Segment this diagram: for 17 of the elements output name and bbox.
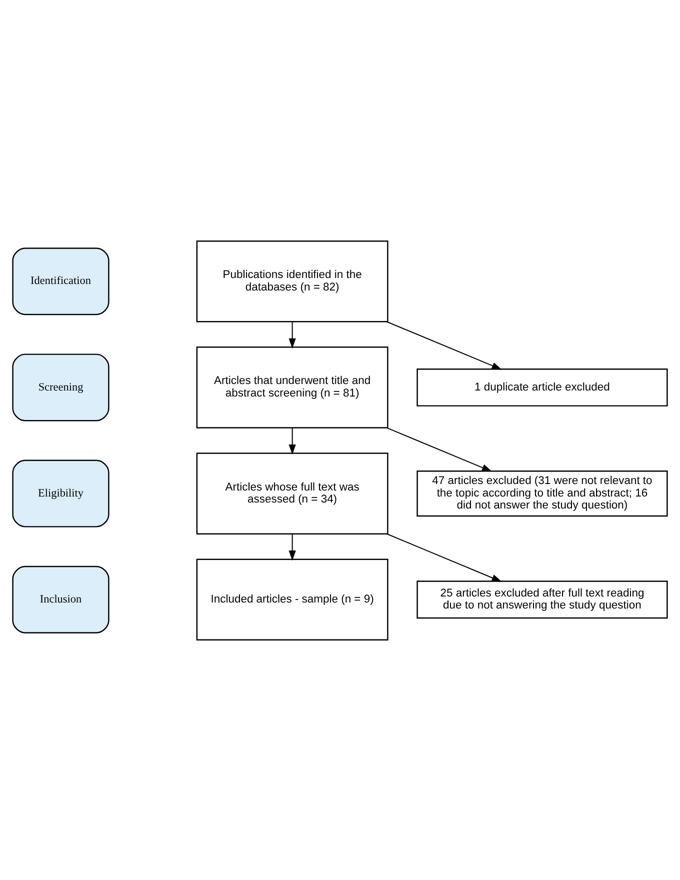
arrow [288, 533, 296, 560]
arrow [288, 427, 296, 454]
node-box: 25 articles excluded after full text reading due to not answering the study question [416, 580, 668, 618]
node-box: Included articles - sample (n = 9) [196, 558, 388, 640]
node-box: 1 duplicate article excluded [416, 368, 668, 406]
node-box: Publications identified in the databases (n = 82) [196, 240, 388, 322]
node-box: Eligibility [12, 459, 110, 527]
node-box: Inclusion [12, 565, 110, 633]
arrow [386, 426, 492, 472]
node-box: Identification [12, 247, 110, 315]
node-box: 47 articles excluded (31 were not relevant to the topic according to title and abstract; 16 did not answer the study question) [416, 470, 668, 516]
node-box: Screening [12, 353, 110, 421]
arrow [386, 320, 502, 370]
node-box: Articles that underwent title and abstract screening (n = 81) [196, 346, 388, 428]
arrow [288, 321, 296, 348]
node-box: Articles whose full text was assessed (n = 34) [196, 452, 388, 534]
arrow [386, 532, 502, 582]
